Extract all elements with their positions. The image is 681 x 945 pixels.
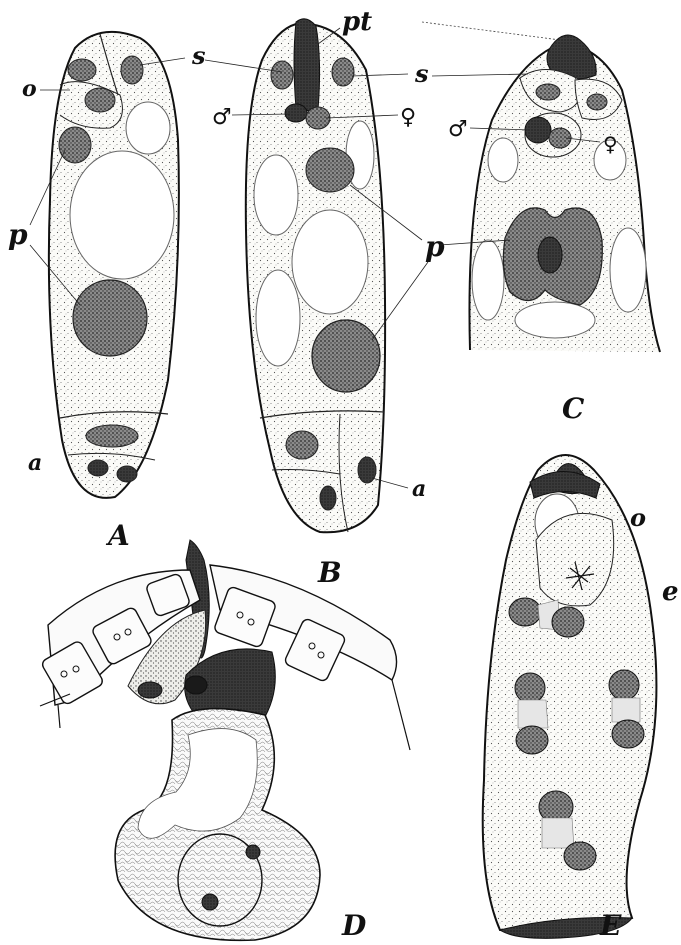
panel-b-label-pt: pt xyxy=(342,7,372,37)
panel-c-label-male: ♂ xyxy=(448,117,468,142)
panel-d-caption: D xyxy=(341,909,367,942)
panel-a-caption: A xyxy=(105,519,130,552)
panel-c-caption: C xyxy=(562,392,585,425)
panel-a-label-a: a xyxy=(28,450,42,476)
panel-c-vacuole-1 xyxy=(488,138,518,182)
panel-b-label-female: ♀ xyxy=(400,105,416,130)
panel-a-vacuole-2 xyxy=(70,151,174,279)
panel-a-egg-nucleus xyxy=(85,88,115,112)
panel-a-antipodal-nucleus-3 xyxy=(117,466,137,482)
panel-c: ♂ ♀ C xyxy=(432,35,660,425)
panel-b-pollen-tube xyxy=(294,19,320,111)
panel-c-polar-fusion-center xyxy=(538,237,562,273)
panel-b-vacuole-1 xyxy=(254,155,298,235)
panel-a-synergid-nucleus-1 xyxy=(68,59,96,81)
panel-c-leader-s xyxy=(432,74,528,76)
panel-e-caption: E xyxy=(599,909,622,942)
panel-b-male-nucleus xyxy=(285,104,307,122)
panel-b-synergid-nucleus-1 xyxy=(271,61,293,89)
panel-b-polar-nucleus-1 xyxy=(306,148,354,192)
panel-b-vacuole-3 xyxy=(256,270,300,366)
panel-d-synergid-nucleus-left xyxy=(138,682,162,698)
panel-b-antipodal-nucleus-3 xyxy=(358,457,376,483)
panel-b-caption: B xyxy=(317,556,342,589)
panel-d: D xyxy=(40,540,410,942)
panel-c-synergid-nucleus-2 xyxy=(587,94,607,110)
panel-e-label-e: e xyxy=(662,577,679,607)
panel-a-label-s: s xyxy=(191,41,206,70)
panel-b-label-male: ♂ xyxy=(212,105,232,130)
panel-b-leader-pt-arrow xyxy=(422,22,560,40)
panel-e-egg-cell xyxy=(536,513,614,606)
panel-a-label-o: o xyxy=(22,76,37,102)
panel-a-polar-nucleus-2 xyxy=(73,280,147,356)
panel-a-antipodal-nucleus-2 xyxy=(88,460,108,476)
panel-d-egg-nucleus xyxy=(246,845,260,859)
panel-c-vacuole-4 xyxy=(610,228,646,312)
panel-d-wall-line-3 xyxy=(392,680,410,750)
panel-b-antipodal-nucleus-2 xyxy=(320,486,336,510)
panel-a-polar-nucleus-1 xyxy=(59,127,91,163)
panel-e-division-figure-3 xyxy=(609,670,644,748)
panel-a-antipodal-nucleus-1 xyxy=(86,425,138,447)
panel-b-polar-nucleus-2 xyxy=(312,320,380,392)
panel-c-synergid-nucleus-1 xyxy=(536,84,560,100)
panel-b-synergid-nucleus-2 xyxy=(332,58,354,86)
panel-b-label-s: s xyxy=(414,59,429,88)
panel-d-synergid-nucleus-right xyxy=(185,676,207,694)
panel-b-label-p: p xyxy=(425,230,445,263)
panel-d-second-nucleus xyxy=(202,894,218,910)
panel-c-vacuole-5 xyxy=(515,302,595,338)
panel-c-label-female: ♀ xyxy=(603,132,618,156)
panel-e-label-o: o xyxy=(630,503,646,532)
panel-c-vacuole-3 xyxy=(472,240,504,320)
panel-a-label-p: p xyxy=(8,218,28,251)
panel-a-vacuole-1 xyxy=(126,102,170,154)
panel-b-vacuole-2 xyxy=(292,210,368,314)
panel-d-wall-line-2 xyxy=(58,705,60,728)
panel-b-antipodal-nucleus-1 xyxy=(286,431,318,459)
panel-e-division-figure-2 xyxy=(515,673,548,754)
panel-a: o s p a A xyxy=(8,32,206,552)
panel-a-synergid-nucleus-2 xyxy=(121,56,143,84)
panel-e: o e E xyxy=(483,455,679,942)
panel-b-label-a: a xyxy=(412,476,426,502)
